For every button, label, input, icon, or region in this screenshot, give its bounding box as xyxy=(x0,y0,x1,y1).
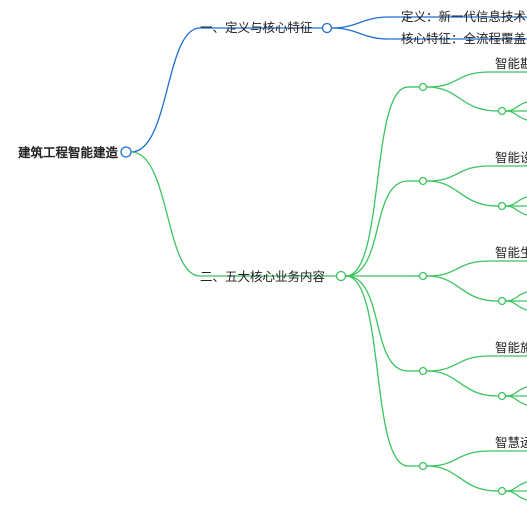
edge-branch-2-to-group-4 xyxy=(345,275,409,372)
group-1-sub-knot[interactable] xyxy=(497,106,507,116)
group-5-knot[interactable] xyxy=(418,461,428,471)
edge-branch-2-to-group-1 xyxy=(345,86,409,277)
definition-leaf-label[interactable]: 定义：新一代信息技术 xyxy=(401,9,527,24)
group-4-sub-knot[interactable] xyxy=(497,391,507,401)
edge-branch-1-to-definition xyxy=(331,16,527,29)
edge-group-2-to-title xyxy=(426,165,527,182)
edge-group-3-sub-fan-3 xyxy=(505,300,527,311)
group-4-knot[interactable] xyxy=(418,366,428,376)
branch-1-label[interactable]: 一、定义与核心特征 xyxy=(200,20,313,35)
group-1-label[interactable]: 智能勘 xyxy=(495,56,527,71)
edge-group-1-sub-fan-1 xyxy=(505,101,527,112)
edge-group-3-sub-fan-1 xyxy=(505,291,527,302)
edge-group-2-sub-fan-1 xyxy=(505,196,527,207)
group-2-knot[interactable] xyxy=(418,176,428,186)
core-features-leaf-label[interactable]: 核心特征：全流程覆盖 xyxy=(401,31,526,46)
group-2-sub-knot[interactable] xyxy=(497,201,507,211)
edge-group-1-to-sub xyxy=(426,86,499,112)
edge-group-4-to-sub xyxy=(426,370,499,397)
root-knot[interactable] xyxy=(120,146,132,158)
group-5-label[interactable]: 智慧运 xyxy=(495,435,527,450)
edge-branch-2-to-group-5 xyxy=(345,275,409,467)
group-4-label[interactable]: 智能施 xyxy=(495,340,527,355)
group-5-sub-knot[interactable] xyxy=(497,486,507,496)
branch-1-knot[interactable] xyxy=(321,22,333,34)
edge-group-1-to-title xyxy=(426,71,527,88)
edge-group-3-to-title xyxy=(426,260,527,277)
edge-branch-1-to-features xyxy=(331,27,527,40)
edge-group-4-sub-fan-3 xyxy=(505,395,527,406)
group-3-knot[interactable] xyxy=(418,271,428,281)
edge-group-2-to-sub xyxy=(426,180,499,207)
group-3-label[interactable]: 智能生 xyxy=(495,245,527,260)
branch-2-label[interactable]: 二、五大核心业务内容 xyxy=(200,269,325,284)
edge-group-5-sub-fan-1 xyxy=(505,481,527,492)
edge-root-to-branch-2 xyxy=(130,151,336,277)
edge-group-4-sub-fan-1 xyxy=(505,386,527,397)
edge-group-2-sub-fan-3 xyxy=(505,205,527,216)
branch-2-knot[interactable] xyxy=(335,270,347,282)
group-2-label[interactable]: 智能设 xyxy=(495,150,527,165)
edge-group-5-to-title xyxy=(426,450,527,467)
edge-group-5-to-sub xyxy=(426,465,499,492)
edge-group-4-to-title xyxy=(426,355,527,372)
edge-group-1-sub-fan-3 xyxy=(505,110,527,121)
root-node-label[interactable]: 建筑工程智能建造 xyxy=(18,145,119,160)
group-1-knot[interactable] xyxy=(418,82,428,92)
edge-root-to-branch-1 xyxy=(130,27,322,153)
edge-group-3-to-sub xyxy=(426,275,499,302)
group-3-sub-knot[interactable] xyxy=(497,296,507,306)
edge-group-5-sub-fan-3 xyxy=(505,490,527,501)
edge-branch-2-to-group-2 xyxy=(345,180,409,277)
